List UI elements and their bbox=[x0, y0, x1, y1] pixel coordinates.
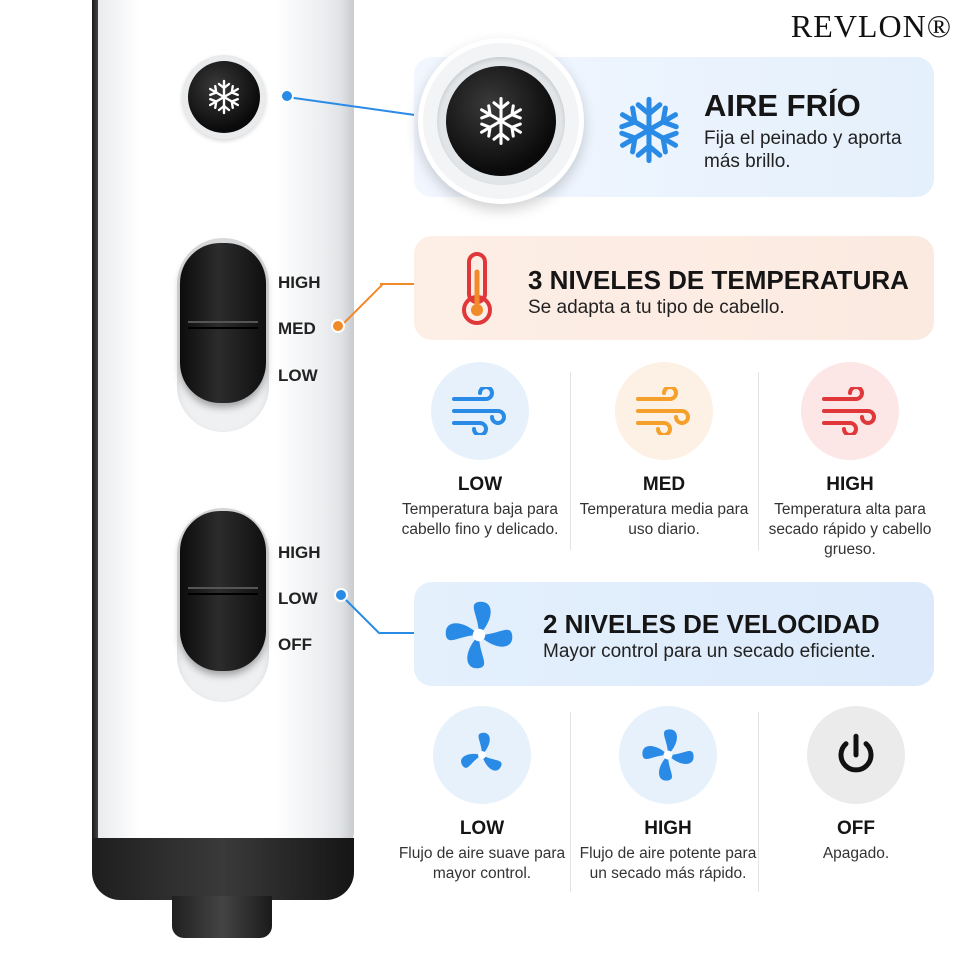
speed-desc: Mayor control para un secado eficiente. bbox=[543, 641, 876, 662]
speed-title: 2 NIVELES DE VELOCIDAD bbox=[543, 609, 880, 639]
snowflake-icon bbox=[480, 97, 522, 145]
dryer-handle bbox=[92, 0, 354, 870]
temp-callout-line-b bbox=[380, 283, 414, 285]
temp-option-high-text: Temperatura alta para secado rápido y ca… bbox=[768, 501, 932, 558]
temp-switch-label-med: MED bbox=[278, 319, 316, 338]
snowflake-icon bbox=[619, 96, 679, 164]
dryer-base bbox=[92, 838, 354, 900]
dryer-cord-plug bbox=[172, 896, 272, 938]
temp-switch-label-low: LOW bbox=[278, 366, 318, 385]
cool-air-title: AIRE FRÍO bbox=[704, 88, 861, 123]
divider bbox=[570, 372, 571, 550]
brand-logo: REVLON® bbox=[790, 8, 952, 44]
temp-option-med: MED Temperatura media para uso diario. bbox=[574, 362, 754, 540]
dryer-edge bbox=[92, 0, 98, 860]
cool-shot-button[interactable] bbox=[188, 61, 260, 133]
wind-icon bbox=[636, 387, 690, 435]
temperature-desc: Se adapta a tu tipo de cabello. bbox=[528, 297, 785, 318]
temp-option-med-name: MED bbox=[642, 474, 686, 495]
speed-option-off-name: OFF bbox=[837, 818, 875, 839]
fan-icon bbox=[445, 601, 513, 669]
speed-option-low-text: Flujo de aire suave para mayor control. bbox=[398, 845, 566, 882]
cool-callout-dot bbox=[280, 89, 294, 103]
thermometer-icon bbox=[462, 252, 492, 325]
cool-air-desc: Fija el peinado y aporta más brillo. bbox=[704, 128, 902, 172]
temperature-card bbox=[414, 236, 934, 340]
speed-switch-label-high: HIGH bbox=[278, 543, 321, 562]
speed-option-low: LOW Flujo de aire suave para mayor contr… bbox=[392, 706, 572, 884]
temperature-switch[interactable] bbox=[180, 243, 266, 403]
speed-switch[interactable] bbox=[180, 511, 266, 671]
divider bbox=[758, 372, 759, 550]
temp-option-low: LOW Temperatura baja para cabello fino y… bbox=[390, 362, 570, 540]
divider bbox=[570, 712, 571, 892]
temp-option-high: HIGH Temperatura alta para secado rápido… bbox=[760, 362, 940, 560]
speed-option-off-text: Apagado. bbox=[822, 845, 890, 862]
snowflake-icon bbox=[208, 79, 240, 115]
speed-callout-dot bbox=[334, 588, 348, 602]
temp-callout-dot bbox=[331, 319, 345, 333]
speed-option-high: HIGH Flujo de aire potente para un secad… bbox=[578, 706, 758, 884]
temperature-title: 3 NIVELES DE TEMPERATURA bbox=[528, 265, 909, 295]
fan-icon bbox=[461, 732, 502, 771]
speed-switch-label-off: OFF bbox=[278, 635, 312, 654]
speed-option-high-text: Flujo de aire potente para un secado más… bbox=[579, 845, 757, 882]
wind-icon bbox=[452, 387, 506, 435]
power-icon bbox=[838, 733, 874, 773]
temp-option-high-name: HIGH bbox=[826, 474, 874, 495]
fan-icon bbox=[642, 729, 694, 781]
speed-switch-label-low: LOW bbox=[278, 589, 318, 608]
divider bbox=[758, 712, 759, 892]
speed-option-off: OFF Apagado. bbox=[766, 706, 946, 864]
temp-option-low-text: Temperatura baja para cabello fino y del… bbox=[401, 501, 559, 538]
temp-option-med-text: Temperatura media para uso diario. bbox=[579, 501, 749, 538]
temp-option-low-name: LOW bbox=[457, 474, 503, 495]
cool-button-zoom bbox=[418, 38, 584, 204]
speed-callout-line-b bbox=[380, 632, 414, 634]
speed-option-high-name: HIGH bbox=[644, 818, 692, 839]
speed-option-low-name: LOW bbox=[459, 818, 505, 839]
wind-icon bbox=[822, 387, 876, 435]
temp-switch-label-high: HIGH bbox=[278, 273, 321, 292]
